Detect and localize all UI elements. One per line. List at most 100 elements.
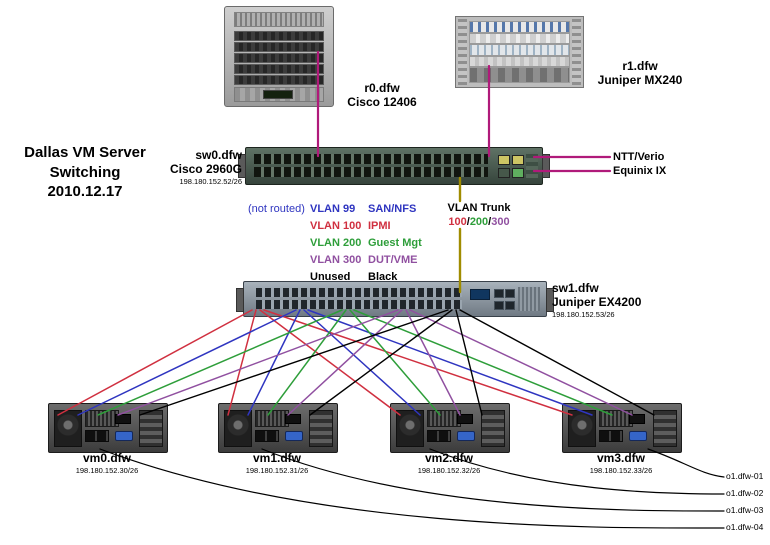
vm0-ip: 198.180.152.30/26 (75, 465, 139, 475)
trunk-sep: / (466, 216, 470, 228)
link-sw1-vm3-vlan300 (409, 309, 633, 416)
server-vm2-image (390, 403, 510, 453)
trunk-vlan-300: 300 (491, 216, 510, 228)
vm1-name: vm1.dfw (252, 451, 301, 465)
link-sw1-vm1-vlan100 (227, 309, 257, 416)
server-vent (599, 410, 633, 427)
sw1-uplink-port (505, 289, 515, 298)
router-r0-label: r0.dfw Cisco 12406 (336, 81, 428, 110)
r1-fan-row (469, 67, 570, 83)
sw1-port-row (256, 288, 462, 297)
server-vm1-label: vm1.dfw 198.180.152.31/26 (218, 451, 336, 476)
sw0-port-row (254, 154, 488, 164)
r1-module-row (469, 33, 570, 44)
trunk-vlan-list: 100/200/300 (444, 216, 514, 228)
legend-desc: SAN/NFS (368, 203, 417, 215)
link-sw1-vm2-vlan200 (349, 309, 441, 416)
vga-port (285, 431, 303, 441)
usb-ports (115, 414, 131, 424)
server-vm2-label: vm2.dfw 198.180.152.32/26 (390, 451, 508, 476)
r0-linecard-slot (234, 42, 324, 52)
router-r1-label: r1.dfw Juniper MX240 (588, 59, 692, 88)
rack-ear (238, 154, 246, 178)
legend-prefix: (not routed) (248, 203, 305, 215)
uplink-ntt-label: NTT/Verio (613, 151, 665, 163)
legend-desc: Black (368, 271, 398, 283)
console-label-o1-04: o1.dfw-04 (726, 522, 764, 532)
trunk-vlan-100: 100 (448, 216, 467, 228)
sw0-side-vent (526, 154, 538, 178)
expansion-slots (139, 410, 163, 447)
sw0-model: Cisco 2960G (169, 161, 242, 176)
legend-desc: Guest Mgt (368, 237, 422, 249)
r0-linecard-slot (234, 75, 324, 85)
legend-vlan: Unused (310, 271, 351, 283)
server-vm0-image (48, 403, 168, 453)
usb-ports (285, 414, 301, 424)
server-vm3-image (562, 403, 682, 453)
legend-vlan: VLAN 99 (310, 203, 356, 215)
link-sw1-vm1-vlan200 (267, 309, 347, 416)
ethernet-ports (85, 430, 109, 442)
legend-row-vlan99: (not routed) VLAN 99 SAN/NFS (248, 203, 422, 220)
legend-row-unused: Unused Black (248, 271, 422, 288)
console-label-o1-03: o1.dfw-03 (726, 505, 764, 515)
sw0-ip: 198.180.152.52/26 (179, 176, 242, 186)
console-label-o1-01: o1.dfw-01 (726, 471, 764, 481)
r0-vent-grille (234, 12, 324, 27)
r1-model: Juniper MX240 (597, 72, 683, 87)
switch-sw1-label: sw1.dfw Juniper EX4200 198.180.152.53/26 (552, 281, 662, 319)
trunk-title: VLAN Trunk (447, 202, 511, 214)
server-vent (85, 410, 119, 427)
sw1-model: Juniper EX4200 (552, 294, 642, 309)
r1-module-row (469, 56, 570, 67)
server-vm1-image (218, 403, 338, 453)
r0-linecard-slot (234, 64, 324, 74)
r1-rack-rail (458, 19, 467, 85)
link-sw1-vm0-unused (139, 309, 449, 416)
trunk-vlan-200: 200 (469, 216, 489, 228)
r0-status-display (263, 90, 293, 99)
expansion-slots (653, 410, 677, 447)
r1-module-row (469, 44, 570, 56)
server-vm0-label: vm0.dfw 198.180.152.30/26 (48, 451, 166, 476)
link-sw1-vm1-vlan300 (287, 309, 403, 416)
vm2-name: vm2.dfw (424, 451, 473, 465)
legend-vlan: VLAN 100 (310, 220, 362, 232)
diagram-title: Dallas VM Server Switching 2010.12.17 (24, 144, 146, 200)
link-sw1-vm0-vlan300 (117, 309, 399, 416)
router-r1-image (455, 16, 584, 88)
vm0-name: vm0.dfw (82, 451, 131, 465)
server-vm3-label: vm3.dfw 198.180.152.33/26 (562, 451, 680, 476)
legend-row-vlan300: VLAN 300 DUT/VME (248, 254, 422, 271)
legend-vlan: VLAN 300 (310, 254, 362, 266)
ethernet-ports (599, 430, 623, 442)
vga-port (115, 431, 133, 441)
link-sw1-vm2-vlan100 (259, 309, 401, 416)
sw1-lcd-display (470, 289, 490, 300)
legend-desc: IPMI (368, 220, 391, 232)
sw0-port-row (254, 167, 488, 177)
link-sw1-vm1-unused (309, 309, 453, 416)
link-sw1-vm0-vlan200 (97, 309, 343, 416)
vm1-ip: 198.180.152.31/26 (245, 465, 309, 475)
ethernet-ports (427, 430, 451, 442)
vga-port (629, 431, 647, 441)
sw1-uplink-port (494, 301, 504, 310)
sw0-uplink-port (512, 168, 524, 178)
legend-row-vlan100: VLAN 100 IPMI (248, 220, 422, 237)
router-r0-image (224, 6, 334, 107)
r1-module-row (469, 21, 570, 33)
legend-desc: DUT/VME (368, 254, 418, 266)
usb-ports (457, 414, 473, 424)
trunk-sep: / (488, 216, 492, 228)
sw1-ip: 198.180.152.53/26 (552, 309, 615, 319)
switch-sw0-image (238, 147, 550, 185)
link-sw1-vm2-vlan300 (405, 309, 461, 416)
r1-name: r1.dfw (622, 59, 658, 73)
sw1-side-vent (518, 287, 540, 311)
vm3-ip: 198.180.152.33/26 (589, 465, 653, 475)
psu-fan (54, 410, 82, 447)
server-vent (427, 410, 461, 427)
link-sw1-vm3-vlan100 (263, 309, 573, 416)
